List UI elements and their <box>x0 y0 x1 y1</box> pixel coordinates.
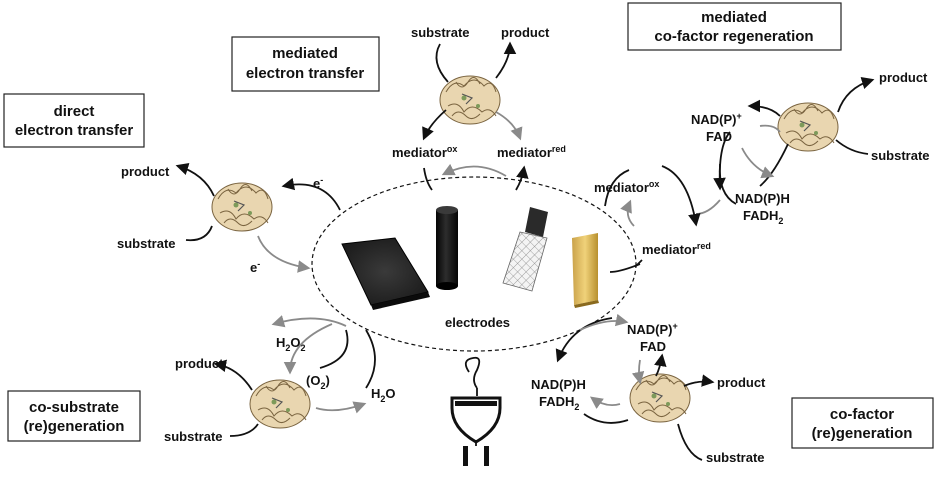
direct-et-cycle: product substrate e- e- <box>117 162 341 275</box>
product-label: product <box>501 25 550 40</box>
o2-label: (O2) <box>306 373 330 391</box>
svg-text:electron transfer: electron transfer <box>246 65 365 82</box>
nadp-label: NAD(P)+ <box>627 321 678 337</box>
mediated-cofactor-cycle: product substrate NAD(P)+ FAD NAD(P)H FA… <box>594 70 930 273</box>
enzyme-icon <box>211 182 273 232</box>
co-substrate-regeneration-box: co-substrate (re)generation <box>7 390 141 442</box>
svg-text:(re)generation: (re)generation <box>812 425 913 442</box>
mediated-et-cycle: substrate product mediatorox mediatorred <box>392 25 566 191</box>
nadph-label: NAD(P)H <box>531 377 586 392</box>
mesh-electrode <box>502 207 548 292</box>
product-label: product <box>879 70 928 85</box>
fad-label: FAD <box>706 129 732 144</box>
enzyme-icon <box>249 379 311 429</box>
graphite-rod-electrode <box>436 206 458 290</box>
product-label: product <box>121 164 170 179</box>
svg-text:co-factor regeneration: co-factor regeneration <box>654 28 813 45</box>
electrodes-label: electrodes <box>445 315 510 330</box>
cosubstrate-cycle: product substrate H2O2 (O2) H2O <box>164 315 396 444</box>
svg-text:direct: direct <box>54 103 95 120</box>
mediator-ox-label: mediatorox <box>594 179 659 195</box>
carbon-felt-electrode <box>341 237 430 310</box>
substrate-label: substrate <box>164 429 223 444</box>
svg-text:co-substrate: co-substrate <box>29 399 119 416</box>
svg-text:(re)generation: (re)generation <box>24 418 125 435</box>
electrode-zone <box>311 176 637 352</box>
fadh2-label: FADH2 <box>743 208 783 226</box>
substrate-label: substrate <box>411 25 470 40</box>
mediated-electron-transfer-box: mediated electron transfer <box>231 36 380 92</box>
fad-label: FAD <box>640 339 666 354</box>
substrate-label: substrate <box>117 236 176 251</box>
cofactor-cycle: product substrate NAD(P)+ FAD NAD(P)H FA… <box>531 313 766 465</box>
power-plug-icon <box>450 356 502 466</box>
nadp-label: NAD(P)+ <box>691 111 742 127</box>
substrate-label: substrate <box>871 148 930 163</box>
h2o2-label: H2O2 <box>276 335 306 353</box>
product-label: product <box>175 356 224 371</box>
nadph-label: NAD(P)H <box>735 191 790 206</box>
mediator-red-label: mediatorred <box>497 144 566 160</box>
mediator-ox-label: mediatorox <box>392 144 457 160</box>
substrate-label: substrate <box>706 450 765 465</box>
fadh2-label: FADH2 <box>539 394 579 412</box>
enzyme-icon <box>777 102 839 152</box>
electron-label: e- <box>250 259 260 275</box>
svg-text:co-factor: co-factor <box>830 406 894 423</box>
svg-text:electron transfer: electron transfer <box>15 122 134 139</box>
direct-electron-transfer-box: direct electron transfer <box>3 93 145 148</box>
enzyme-icon <box>439 75 501 125</box>
cofactor-regeneration-box: co-factor (re)generation <box>791 397 934 449</box>
gold-plate-electrode <box>572 233 599 308</box>
product-label: product <box>717 375 766 390</box>
svg-text:mediated: mediated <box>701 9 767 26</box>
svg-text:mediated: mediated <box>272 45 338 62</box>
water-label: H2O <box>371 386 396 404</box>
mediator-red-label: mediatorred <box>642 241 711 257</box>
electron-label: e- <box>313 175 323 191</box>
mediated-cofactor-regeneration-box: mediated co-factor regeneration <box>627 2 842 51</box>
